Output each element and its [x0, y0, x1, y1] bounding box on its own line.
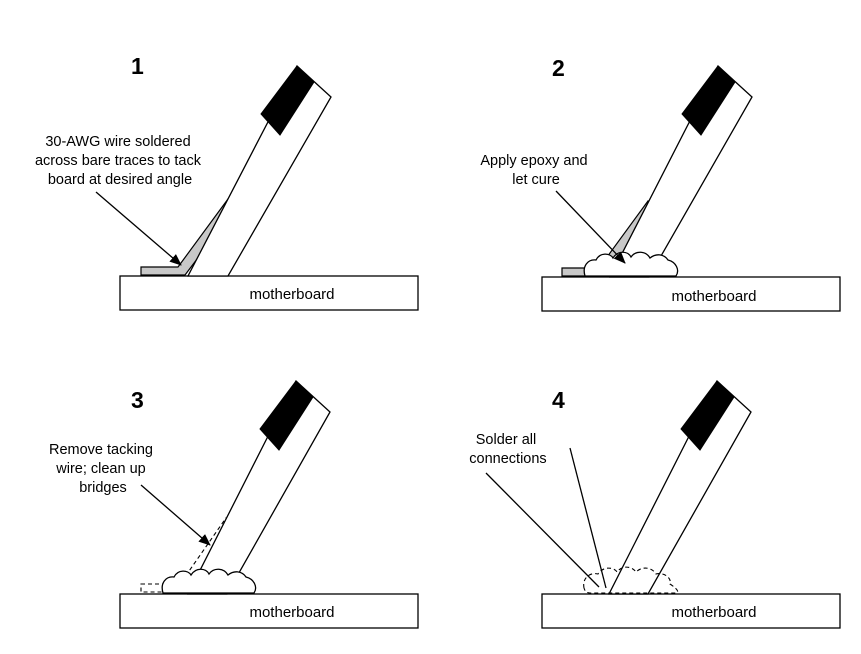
leader-line-right — [569, 447, 607, 589]
board-tab-4 — [680, 380, 735, 451]
callout-line: 30-AWG wire soldered — [45, 134, 190, 150]
motherboard-3 — [119, 593, 419, 629]
step-number-3: 3 — [131, 387, 144, 413]
motherboard-label-1: motherboard — [249, 286, 334, 303]
daughter-board-2 — [608, 64, 753, 278]
panel-3: 3 motherboard Remove tacking wire; clean… — [49, 379, 419, 629]
panel-4: 4 motherboard Solder all connections — [469, 379, 841, 629]
epoxy-blob-3 — [161, 568, 257, 594]
callout-line: bridges — [79, 480, 127, 496]
panel-2: 2 motherboard Apply epoxy and let cure — [480, 55, 841, 312]
callout-line: wire; clean up — [55, 461, 145, 477]
daughter-board-1 — [186, 64, 332, 277]
callout-line: Solder all — [476, 432, 536, 448]
arrow-icon — [555, 190, 626, 264]
motherboard-label-3: motherboard — [249, 604, 334, 621]
callout-line: Remove tacking — [49, 442, 153, 458]
callout-text-3: Remove tacking wire; clean up bridges — [49, 442, 157, 496]
motherboard-1 — [119, 275, 419, 311]
callout-line: across bare traces to tack — [35, 153, 202, 169]
motherboard-2 — [541, 276, 841, 312]
motherboard-label-4: motherboard — [671, 604, 756, 621]
motherboard-4 — [541, 593, 841, 629]
callout-text-1: 30-AWG wire soldered across bare traces … — [35, 134, 205, 188]
leader-line-left — [485, 472, 600, 588]
motherboard-label-2: motherboard — [671, 288, 756, 305]
callout-line: board at desired angle — [48, 172, 192, 188]
callout-line: connections — [469, 451, 546, 467]
step-number-4: 4 — [552, 387, 565, 413]
step-number-2: 2 — [552, 55, 565, 81]
board-tab-1 — [260, 65, 315, 136]
board-tab-3 — [259, 380, 314, 451]
callout-line: Apply epoxy and — [480, 153, 587, 169]
arrow-icon — [140, 484, 211, 546]
epoxy-blob-2 — [583, 251, 679, 277]
board-tab-2 — [681, 65, 736, 136]
daughter-board-4 — [607, 379, 752, 595]
panel-1: 1 motherboard 30-AWG wire soldered acros… — [35, 53, 419, 311]
arrow-icon — [95, 191, 182, 266]
callout-line: let cure — [512, 172, 560, 188]
step-number-1: 1 — [131, 53, 144, 79]
callout-text-4: Solder all connections — [469, 432, 546, 467]
daughter-board-3 — [186, 379, 331, 595]
callout-text-2: Apply epoxy and let cure — [480, 153, 591, 188]
